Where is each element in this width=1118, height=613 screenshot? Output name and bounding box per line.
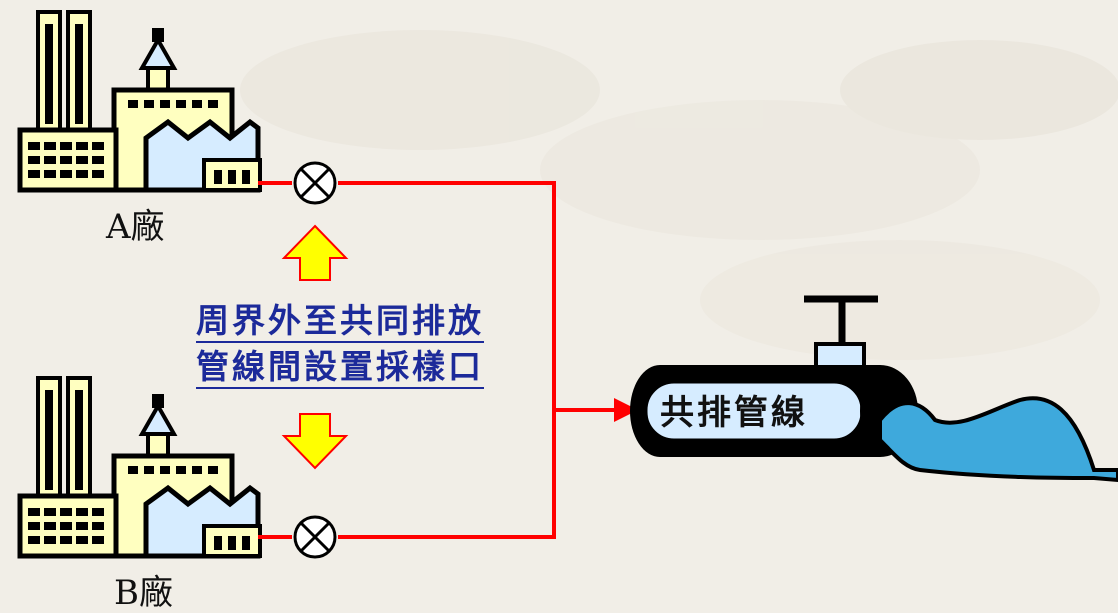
discharge-pipe-icon <box>630 295 1118 483</box>
factory-a-label: A廠 <box>106 207 165 247</box>
factory-b-label: B廠 <box>114 573 173 613</box>
factory-b-icon <box>17 376 262 559</box>
valve-a-icon <box>293 161 337 205</box>
arrow-head-to-pipe <box>614 398 638 422</box>
valve-b-icon <box>293 515 337 559</box>
line-a-to-junction <box>338 181 556 539</box>
factory-a-icon <box>17 10 262 193</box>
arrow-down-icon <box>281 413 349 470</box>
arrow-up-icon <box>281 224 349 281</box>
background-texture <box>240 30 1118 360</box>
sampling-note-line-2: 管線間設置採樣口 <box>196 350 484 389</box>
sampling-note-line-1: 周界外至共同排放 <box>196 304 484 343</box>
discharge-lines <box>258 181 618 539</box>
discharge-pipe-label: 共排管線 <box>660 393 808 433</box>
